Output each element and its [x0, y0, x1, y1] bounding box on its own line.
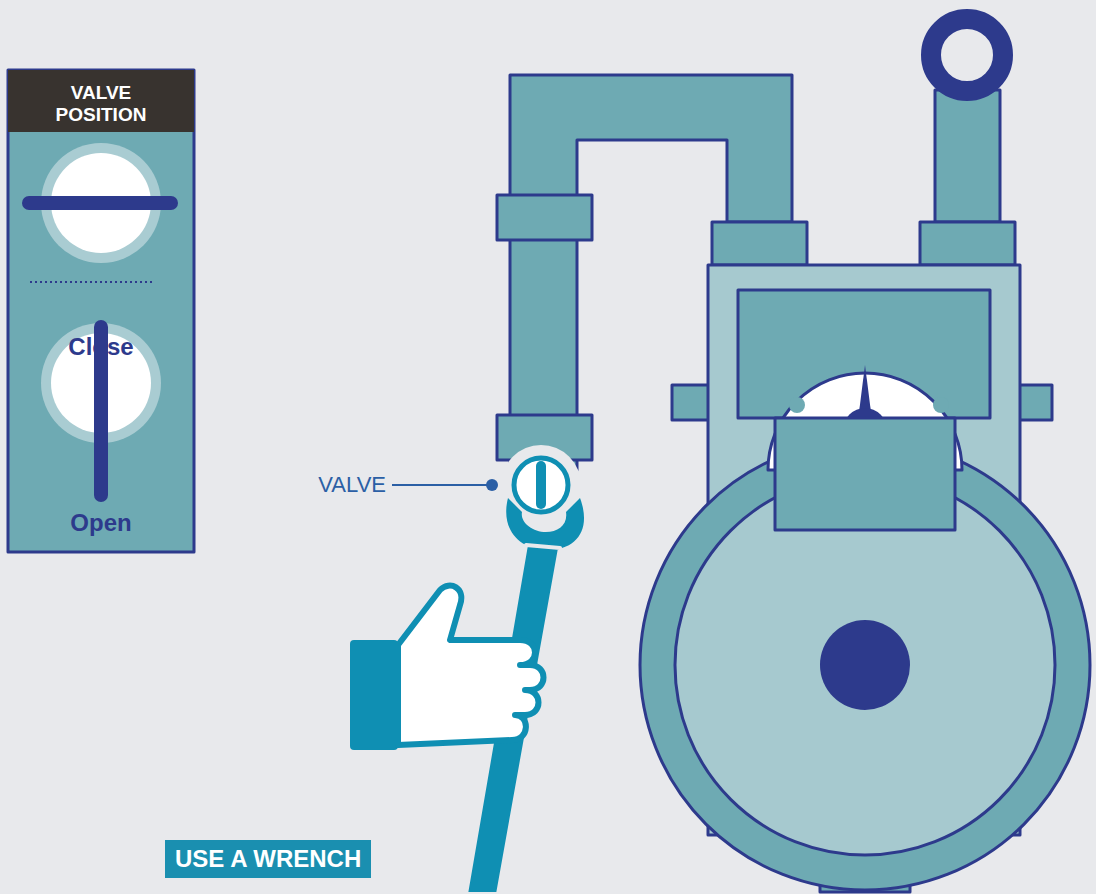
divider	[30, 281, 155, 283]
hand	[398, 586, 544, 745]
legend-panel: VALVE POSITION CloseOpen	[8, 70, 194, 552]
legend-item: Close	[28, 332, 174, 362]
wrench-jaw	[506, 498, 584, 550]
meter-drum-inner	[675, 475, 1055, 855]
gauge-dot	[933, 397, 949, 413]
legend-item: Open	[28, 508, 174, 538]
pipe-collar	[712, 222, 807, 265]
outlet-pipe	[935, 90, 1000, 222]
meter-hub	[820, 620, 910, 710]
part-label: VALVE	[318, 471, 386, 499]
legend-panel	[8, 70, 194, 552]
instruction-box: USE A WRENCH	[165, 840, 371, 878]
meter-window	[775, 418, 955, 530]
leader-line	[392, 484, 492, 486]
legend-heading: VALVE POSITION	[28, 76, 174, 132]
pipe-collar	[497, 195, 592, 240]
meter-ear	[672, 385, 712, 420]
pipe-ring	[931, 19, 1003, 91]
gauge-dot	[789, 397, 805, 413]
pipe-collar	[920, 222, 1015, 265]
valve	[514, 458, 568, 512]
sleeve	[350, 640, 398, 750]
leader-dot	[486, 479, 498, 491]
panel-header	[8, 70, 194, 132]
instruction-text: USE A WRENCH	[175, 845, 361, 873]
valve-handle	[536, 461, 546, 509]
closed-handle	[22, 196, 178, 210]
